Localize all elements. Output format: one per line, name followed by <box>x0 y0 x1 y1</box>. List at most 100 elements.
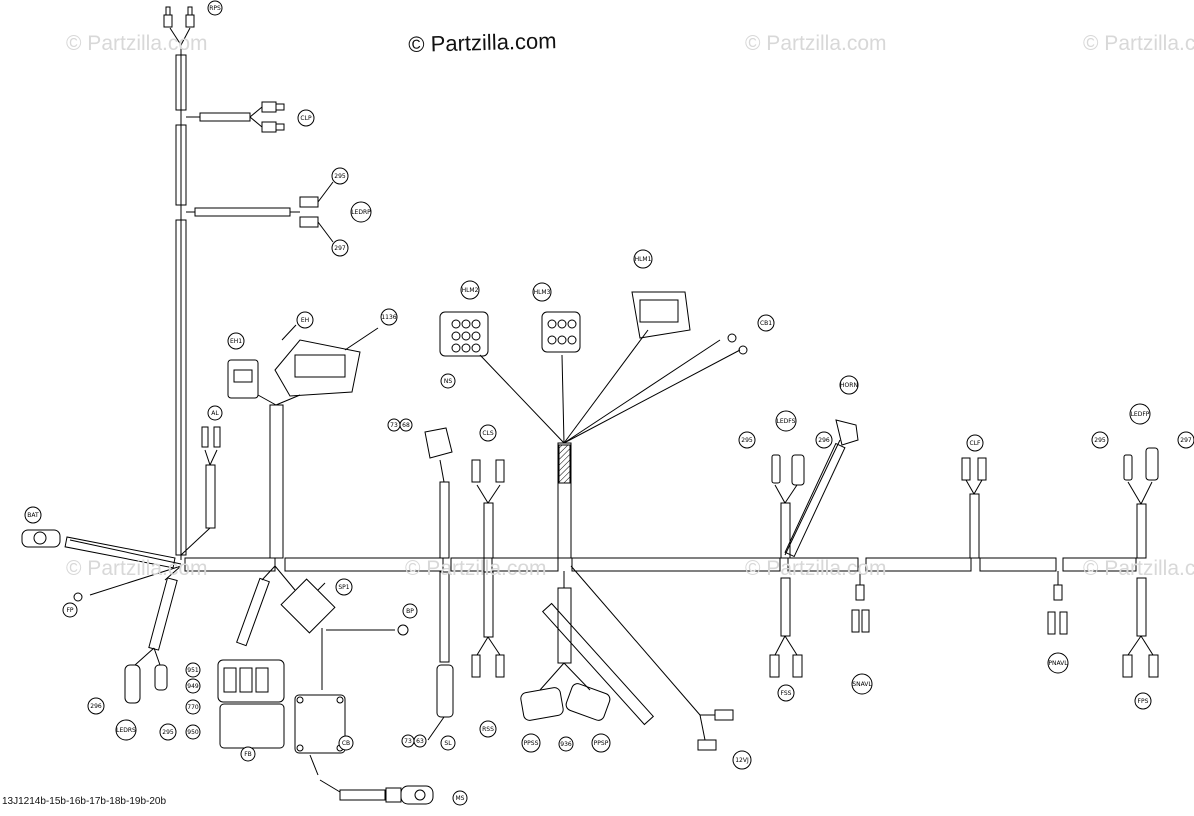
main-trunk-segment <box>491 557 559 572</box>
svg-text:12VJ: 12VJ <box>735 757 749 764</box>
svg-text:SNAVL: SNAVL <box>852 681 872 688</box>
watermark: © Partzilla.com <box>1083 557 1194 580</box>
callout-295: 295 <box>738 431 756 449</box>
diagram-code: 13J1214b-15b-16b-17b-18b-19b-20b <box>2 796 167 807</box>
callout-snavl: SNAVL <box>851 673 873 695</box>
harness-wiring <box>21 6 1159 805</box>
callout-297: 297 <box>331 239 349 257</box>
svg-text:LEDRS: LEDRS <box>116 727 136 734</box>
svg-text:RSS: RSS <box>482 726 494 733</box>
callout-sp1: SP1 <box>335 578 353 596</box>
callout-hlm3: HLM3 <box>532 282 552 302</box>
svg-text:LEDRP: LEDRP <box>351 209 371 216</box>
svg-text:73: 73 <box>390 422 398 429</box>
callout-hlm1: HLM1 <box>633 249 653 269</box>
svg-text:FP: FP <box>66 607 73 614</box>
callout-936: 936 <box>558 736 574 752</box>
watermark: © Partzilla.com <box>66 557 208 580</box>
callout-eh1: EH1 <box>227 332 245 350</box>
main-trunk-segment <box>571 557 781 572</box>
svg-text:FB: FB <box>244 751 252 758</box>
svg-text:FSS: FSS <box>781 690 792 697</box>
callout-bat: BAT <box>24 506 42 524</box>
copyright-text: © Partzilla.com <box>408 28 557 57</box>
svg-text:PNAVL: PNAVL <box>1048 660 1068 667</box>
callout-296: 296 <box>815 431 833 449</box>
svg-text:MS: MS <box>456 795 465 802</box>
svg-text:295: 295 <box>162 729 174 736</box>
svg-text:68: 68 <box>402 422 410 429</box>
main-trunk-segment <box>979 557 1057 572</box>
callout-eh: EH <box>296 311 314 329</box>
main-trunk-segment <box>865 557 972 572</box>
svg-text:297: 297 <box>334 245 346 252</box>
main-trunk-segment <box>284 557 444 572</box>
callout-clf: CLF <box>966 434 984 452</box>
watermark: © Partzilla.com <box>1083 32 1194 55</box>
main-trunk-segment <box>184 557 276 572</box>
callout-fss: FSS <box>777 684 795 702</box>
watermark: © Partzilla.com <box>745 557 887 580</box>
callout-73: 73 <box>387 418 401 432</box>
callout-ledfp: LEDFP <box>1129 403 1151 425</box>
svg-text:295: 295 <box>1094 437 1106 444</box>
svg-text:HLM1: HLM1 <box>635 256 652 263</box>
watermark: © Partzilla.com <box>66 32 208 55</box>
callout-clp: CLP <box>297 109 315 127</box>
svg-text:PPSP: PPSP <box>594 740 609 747</box>
callout-ledfs: LEDFS <box>775 410 797 432</box>
svg-text:BP: BP <box>406 608 414 615</box>
svg-text:HORN: HORN <box>840 382 858 389</box>
svg-text:936: 936 <box>560 741 572 748</box>
svg-text:CB1: CB1 <box>760 320 772 327</box>
callout-rps: RPS <box>207 0 223 16</box>
callout-fps: FPS <box>1134 692 1152 710</box>
svg-text:HLM2: HLM2 <box>462 287 479 294</box>
callout-rss: RSS <box>479 720 497 738</box>
svg-text:CLP: CLP <box>300 115 312 122</box>
callout-295: 295 <box>331 167 349 185</box>
svg-text:RPS: RPS <box>209 5 221 12</box>
callout-950: 950 <box>185 724 201 740</box>
callout-1136: 1136 <box>380 308 398 326</box>
callout-12vj: 12VJ <box>732 750 752 770</box>
callout-297: 297 <box>1177 431 1194 449</box>
svg-text:297: 297 <box>1180 437 1192 444</box>
callout-cls: CLS <box>479 424 497 442</box>
callout-cb1: CB1 <box>757 314 775 332</box>
callout-ppsp: PPSP <box>591 733 611 753</box>
main-trunk-segment <box>787 557 859 572</box>
svg-text:770: 770 <box>187 704 199 711</box>
callout-labels: RPS CLP 295 LEDRP 297 EH1 EH 1136 AL BAT… <box>24 0 1194 806</box>
svg-text:CLF: CLF <box>970 440 982 447</box>
svg-text:296: 296 <box>818 437 830 444</box>
svg-text:295: 295 <box>741 437 753 444</box>
svg-text:EH1: EH1 <box>230 338 242 345</box>
callout-cb: CB <box>338 735 354 751</box>
callout-fp: FP <box>62 602 78 618</box>
svg-text:LEDFS: LEDFS <box>777 418 796 425</box>
callout-ledrp: LEDRP <box>350 201 372 223</box>
callout-ms: MS <box>452 790 468 806</box>
callout-ns: NS <box>440 373 456 389</box>
svg-text:949: 949 <box>187 683 199 690</box>
callout-770: 770 <box>185 699 201 715</box>
callout-fb: FB <box>240 746 256 762</box>
main-trunk-segment <box>450 557 485 572</box>
svg-text:73: 73 <box>404 738 412 745</box>
callout-295: 295 <box>159 723 177 741</box>
main-trunk-segment <box>1062 557 1137 572</box>
svg-text:LEDFP: LEDFP <box>1131 411 1150 418</box>
svg-text:HLM3: HLM3 <box>534 289 551 296</box>
svg-text:CLS: CLS <box>482 430 494 437</box>
svg-text:NS: NS <box>444 378 452 385</box>
callout-ledrs: LEDRS <box>115 719 137 741</box>
svg-text:950: 950 <box>187 729 199 736</box>
callout-pnavl: PNAVL <box>1047 652 1069 674</box>
callout-bp: BP <box>402 603 418 619</box>
callout-295: 295 <box>1091 431 1109 449</box>
svg-text:295: 295 <box>334 173 346 180</box>
svg-text:AL: AL <box>211 410 219 417</box>
callout-68: 68 <box>399 418 413 432</box>
